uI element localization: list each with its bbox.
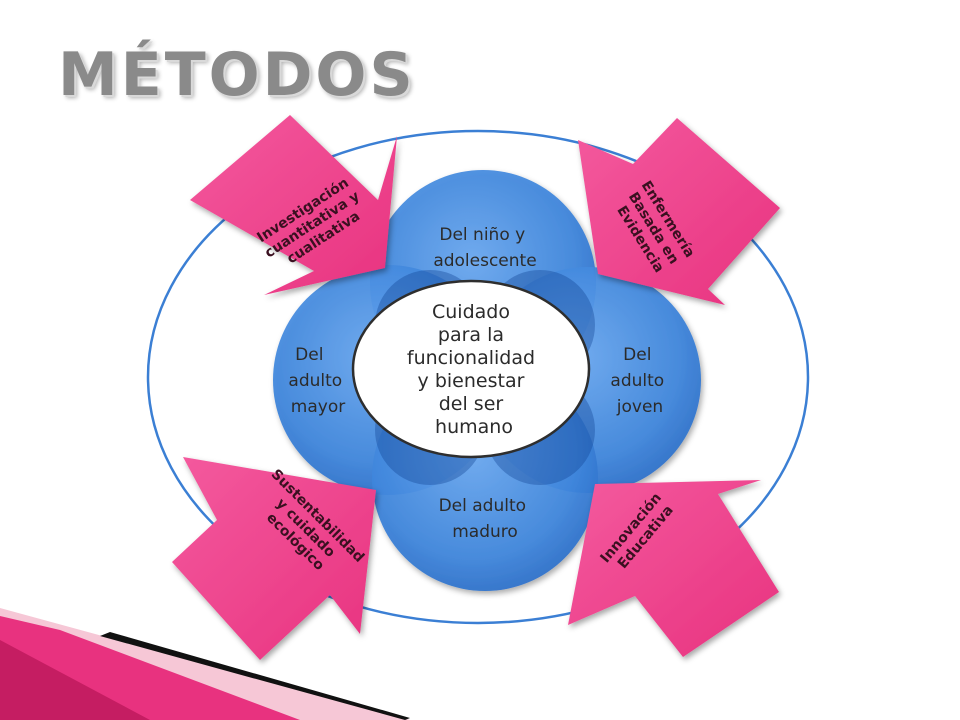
center-label: Cuidado para la funcionalidad y bienesta… bbox=[407, 301, 541, 438]
arrow-top-left bbox=[190, 115, 397, 295]
petal-top-label: Del niño y adolescente bbox=[433, 225, 536, 271]
corner-decoration bbox=[0, 608, 410, 720]
center-line: para la bbox=[438, 324, 504, 346]
petal-right-label: Del adulto joven bbox=[610, 345, 669, 417]
center-line: funcionalidad bbox=[407, 347, 535, 369]
arrow-bottom-left bbox=[172, 457, 376, 660]
arrow-top-right bbox=[578, 118, 780, 305]
petal-bottom-label: Del adulto maduro bbox=[439, 496, 532, 542]
outer-ring bbox=[146, 129, 810, 625]
center-line: Cuidado bbox=[432, 301, 510, 323]
center-line: y bienestar bbox=[418, 370, 525, 392]
center-line: humano bbox=[435, 416, 513, 438]
slide-title: MÉTODOS bbox=[58, 40, 416, 110]
center-circle bbox=[351, 279, 591, 459]
arrow-bottom-right bbox=[568, 480, 779, 657]
center-line: del ser bbox=[439, 393, 504, 415]
petal-left-label: Del adulto mayor bbox=[288, 345, 347, 417]
